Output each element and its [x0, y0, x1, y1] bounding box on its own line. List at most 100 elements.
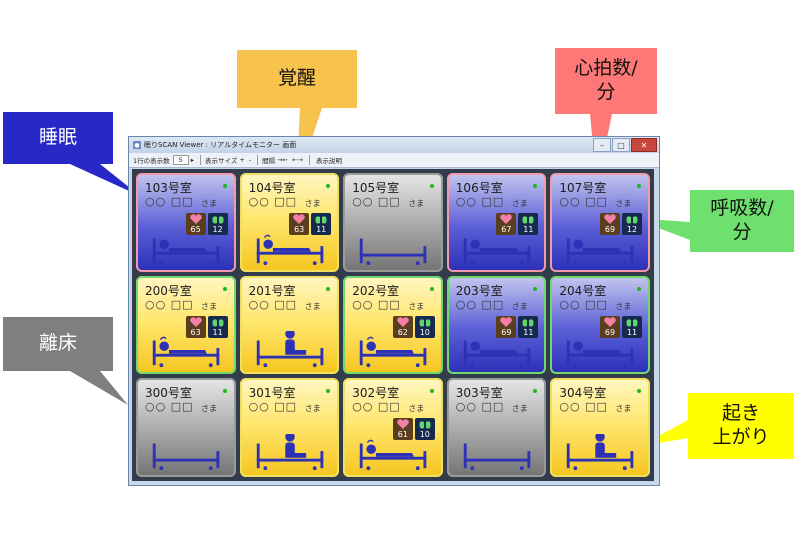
room-number: 204号室	[559, 283, 607, 298]
patient-name: ○○ □□	[248, 195, 298, 208]
bed-icon	[567, 433, 634, 471]
lung-icon	[626, 317, 638, 327]
status-indicator	[222, 286, 227, 291]
lung-icon	[212, 215, 224, 224]
heart-icon	[604, 214, 616, 224]
status-indicator	[326, 184, 331, 188]
toolbar: 1行の表示数 5 ▸ 表示サイズ + - 間隔 →← ←→ 表示説明	[129, 153, 659, 168]
resp-rate-box: 11	[207, 315, 228, 338]
patient-name: ○○ □□	[455, 195, 505, 208]
callout-sleep-text: 睡眠	[38, 126, 77, 149]
heart-rate-value: 63	[294, 225, 305, 234]
status-indicator	[222, 184, 227, 188]
resp-rate-value: 11	[316, 225, 327, 234]
room-number: 103号室	[145, 181, 192, 195]
honorific: さま	[511, 301, 528, 311]
status-indicator	[429, 389, 434, 394]
room-number: 301号室	[248, 386, 296, 401]
bed-icon	[359, 337, 427, 368]
vitals: 67 11	[496, 213, 539, 235]
bed-icon	[359, 238, 427, 265]
callout-out-of-bed: 離床	[3, 317, 113, 371]
heart-rate-box: 63	[185, 315, 206, 338]
room-tile[interactable]: 202号室○○ □□さま 62 10	[343, 275, 443, 375]
maximize-button[interactable]: □	[612, 138, 630, 152]
room-tile[interactable]: 104号室○○ □□さま 63 11	[239, 173, 340, 272]
heart-rate-box: 69	[496, 315, 517, 338]
callout-sitting-up: 起き上がり	[688, 393, 794, 459]
status-indicator	[636, 286, 641, 291]
room-number: 202号室	[352, 283, 400, 298]
zoom-out-button[interactable]: -	[248, 156, 252, 164]
lung-icon	[419, 420, 431, 429]
out-pointer	[70, 371, 128, 405]
room-tile[interactable]: 302号室○○ □□さま 61 10	[343, 378, 443, 477]
resp-rate-value: 11	[626, 327, 638, 337]
room-tile[interactable]: 300号室○○ □□さま	[136, 378, 236, 477]
heart-rate-value: 62	[397, 327, 408, 337]
room-tile[interactable]: 201号室○○ □□さま	[239, 275, 340, 375]
room-number: 300号室	[145, 386, 192, 401]
room-tile[interactable]: 301号室○○ □□さま	[239, 378, 340, 477]
honorific: さま	[615, 404, 632, 414]
bed-icon	[463, 340, 531, 368]
toolbar-separator	[257, 155, 259, 165]
resp-rate-value: 11	[523, 327, 534, 337]
callout-awake: 覚醒	[237, 50, 357, 108]
minimize-button[interactable]: –	[593, 138, 611, 152]
interval-shrink-button[interactable]: →←	[277, 156, 289, 164]
status-indicator	[636, 184, 641, 188]
callout-sleep: 睡眠	[3, 112, 113, 164]
honorific: さま	[201, 404, 217, 414]
status-indicator	[326, 389, 331, 394]
resp-rate-box: 11	[518, 315, 539, 338]
resp-rate-value: 11	[212, 327, 223, 337]
room-tile[interactable]: 203号室○○ □□ さま 69 11	[446, 275, 547, 375]
honorific: さま	[511, 199, 528, 208]
room-number: 203号室	[455, 283, 503, 298]
heart-rate-box: 69	[599, 315, 620, 338]
room-tile[interactable]: 107号室○○ □□さま 69 12	[550, 173, 650, 272]
heart-icon	[604, 316, 616, 327]
resp-rate-value: 10	[419, 327, 430, 337]
interval-expand-button[interactable]: ←→	[292, 156, 303, 164]
honorific: さま	[201, 301, 217, 311]
vitals: 69 12	[599, 213, 642, 235]
zoom-in-button[interactable]: +	[239, 156, 245, 164]
bed-icon	[152, 443, 220, 471]
toolbar-separator	[200, 155, 202, 165]
heart-rate-value: 65	[190, 225, 201, 234]
heart-icon	[500, 214, 513, 224]
patient-name: ○○ □□	[455, 297, 505, 311]
room-tile[interactable]: 204号室○○ □□さま 69 11	[550, 275, 650, 375]
per-row-dropdown-icon[interactable]: ▸	[190, 156, 195, 164]
patient-name: ○○ □□	[145, 195, 194, 208]
heart-icon	[293, 214, 305, 224]
heart-rate-value: 63	[190, 327, 201, 337]
heart-icon	[500, 316, 513, 327]
heart-rate-box: 69	[599, 213, 620, 235]
vitals: 63 11	[289, 213, 332, 235]
lung-icon	[626, 215, 638, 224]
room-tile[interactable]: 106号室○○ □□さま 67 11	[446, 173, 547, 272]
callout-sit-line1: 起き	[721, 402, 760, 425]
resp-rate-box: 12	[621, 213, 642, 235]
room-number: 107号室	[559, 181, 607, 195]
bed-icon	[463, 238, 531, 265]
window-title: 眠りSCAN Viewer : リアルタイムモニター 画面	[144, 141, 297, 149]
display-size-label: 表示サイズ	[205, 157, 238, 165]
per-row-select[interactable]: 5	[172, 155, 189, 165]
close-button[interactable]: ✕	[631, 138, 657, 152]
help-button[interactable]: 表示説明	[315, 157, 342, 165]
honorific: さま	[408, 199, 425, 208]
room-tile[interactable]: 303号室○○ □□さま	[446, 378, 547, 477]
room-tile[interactable]: 103号室○○ □□さま 65 12	[136, 173, 236, 272]
resp-rate-value: 11	[523, 225, 534, 234]
room-tile[interactable]: 105号室○○ □□さま	[343, 173, 443, 272]
lung-icon	[522, 215, 534, 224]
vitals: 65 12	[185, 213, 228, 235]
room-tile[interactable]: 304号室○○ □□さま	[550, 378, 650, 477]
honorific: さま	[304, 404, 321, 414]
patient-name: ○○ □□	[455, 400, 505, 414]
room-tile[interactable]: 200号室○○ □□さま 63 11	[136, 275, 236, 375]
